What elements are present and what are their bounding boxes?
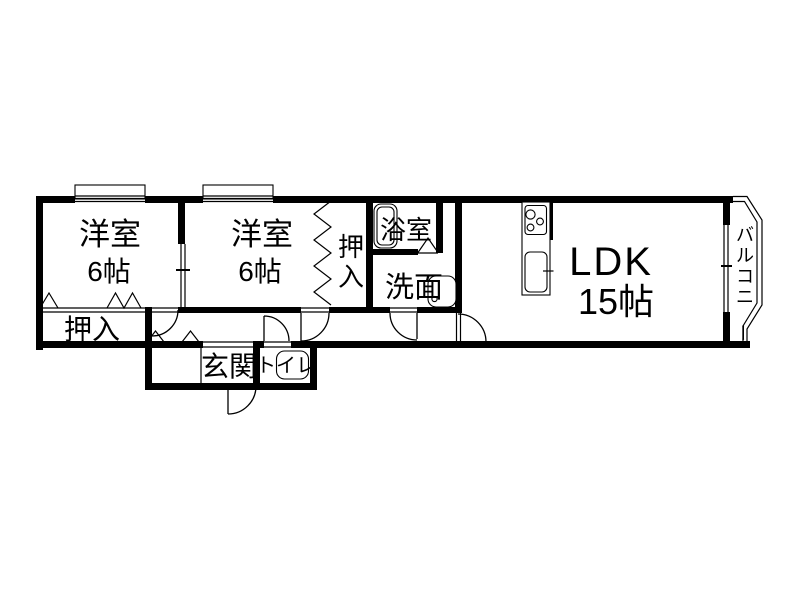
windows: [74, 184, 732, 312]
stove-burner: [525, 209, 536, 220]
entrance-label: 玄関: [201, 351, 257, 382]
wall-segment: [253, 341, 260, 386]
doors: [151, 309, 487, 415]
closet-left-folding-icon: [39, 291, 59, 309]
ldk-door-arc: [457, 313, 487, 343]
shoebox-folding-icon: [181, 330, 200, 343]
balcony-sliding-window: [723, 225, 729, 312]
room-bedroom2: [185, 203, 329, 307]
kitchen-sink-icon: [524, 251, 548, 293]
labels: 洋室 6帖 洋室 6帖 LDK 15帖 押入 浴室 洗面 玄関 トイレ 押入 バ…: [64, 215, 754, 382]
toilet-label: トイレ: [256, 355, 316, 377]
wall-segment: [366, 249, 418, 255]
closet-middle-folding-icon: [313, 200, 332, 306]
balcony-label: バルコニー: [732, 225, 754, 342]
washbasin-drain: [431, 295, 438, 303]
room-closet-middle: [331, 203, 366, 307]
toilet-door-arc: [263, 315, 290, 342]
stove-burner: [526, 223, 535, 232]
closet-left-folding-icon: [106, 291, 142, 310]
toilet-door-opening: [264, 341, 291, 348]
room-regions: [43, 203, 757, 383]
wall-segment: [723, 196, 730, 225]
wall-segment: [253, 341, 264, 348]
balcony-outline: [733, 195, 763, 341]
ldk-door-opening: [455, 313, 462, 341]
room-entrance: [152, 348, 253, 383]
bedroom2-door-opening: [301, 307, 329, 313]
bedroom2-door-arc: [300, 312, 330, 342]
wall-segment: [310, 341, 750, 348]
balcony-outer-line: [733, 195, 763, 341]
bath-folding-door-icon: [417, 236, 439, 253]
washroom-door-arc: [389, 312, 418, 341]
room-ldk: [462, 203, 723, 341]
wall-segment: [310, 341, 317, 390]
thin-lines: [43, 244, 462, 390]
room-balcony: [730, 203, 757, 329]
bedroom1-size: 6帖: [87, 256, 131, 287]
wall-segment: [178, 196, 185, 244]
wall-segment: [36, 196, 43, 350]
wall-segment: [723, 312, 730, 348]
bay-window-bedroom1-lines: [75, 195, 145, 203]
room-corridor: [152, 313, 455, 341]
bedroom1-door-arc: [151, 309, 179, 337]
bedroom2-size: 6帖: [238, 256, 282, 287]
bedroom1-door-opening: [152, 307, 178, 313]
wall-segment: [417, 307, 462, 313]
entrance-step-line: [203, 341, 253, 348]
toilet-icon: [275, 350, 310, 380]
closet-left-label: 押入: [64, 314, 120, 345]
shoebox-folding-icon: [146, 330, 165, 343]
balcony-inner-line: [733, 200, 758, 341]
wall-segment: [145, 383, 317, 390]
washbasin-icon: [427, 275, 457, 308]
wall-segment: [329, 307, 390, 313]
entrance-door-opening: [227, 383, 256, 390]
bathroom-label: 浴室: [380, 215, 432, 245]
walls: [36, 196, 750, 390]
wall-segment: [436, 196, 443, 253]
wall-segment: [145, 341, 203, 348]
bay-window-bedroom2-lines: [203, 195, 273, 203]
wall-segment: [36, 341, 152, 348]
closet-middle-label: 押入: [338, 232, 364, 292]
stove-burner: [536, 217, 544, 226]
wall-segment: [178, 307, 301, 313]
closet-left-front-line: [43, 307, 146, 313]
wall-segment: [291, 341, 317, 348]
bay-window-bedroom2: [202, 184, 274, 200]
wall-segment: [145, 307, 152, 390]
room-divider-sliding-line: [180, 244, 186, 307]
bay-window-bedroom1: [74, 184, 146, 200]
folding-door-marks: [39, 200, 439, 343]
fixtures: [275, 201, 554, 380]
wall-segment: [36, 196, 75, 203]
washroom-label: 洗面: [385, 271, 443, 304]
entrance-door-arc: [227, 385, 257, 415]
wall-segment: [455, 196, 462, 313]
room-closet-left: [43, 313, 145, 341]
wall-segment: [273, 196, 733, 203]
kitchen-counter-icon: [521, 201, 554, 296]
bedroom2-label: 洋室: [231, 217, 293, 252]
wall-segment: [145, 196, 203, 203]
washroom-door-opening: [390, 307, 417, 313]
bathtub-inner: [376, 206, 395, 246]
ldk-size: 15帖: [578, 281, 654, 322]
bathtub-icon: [373, 203, 398, 249]
ldk-label: LDK: [569, 240, 653, 284]
bedroom1-label: 洋室: [79, 217, 141, 252]
room-bedroom1: [43, 203, 178, 307]
